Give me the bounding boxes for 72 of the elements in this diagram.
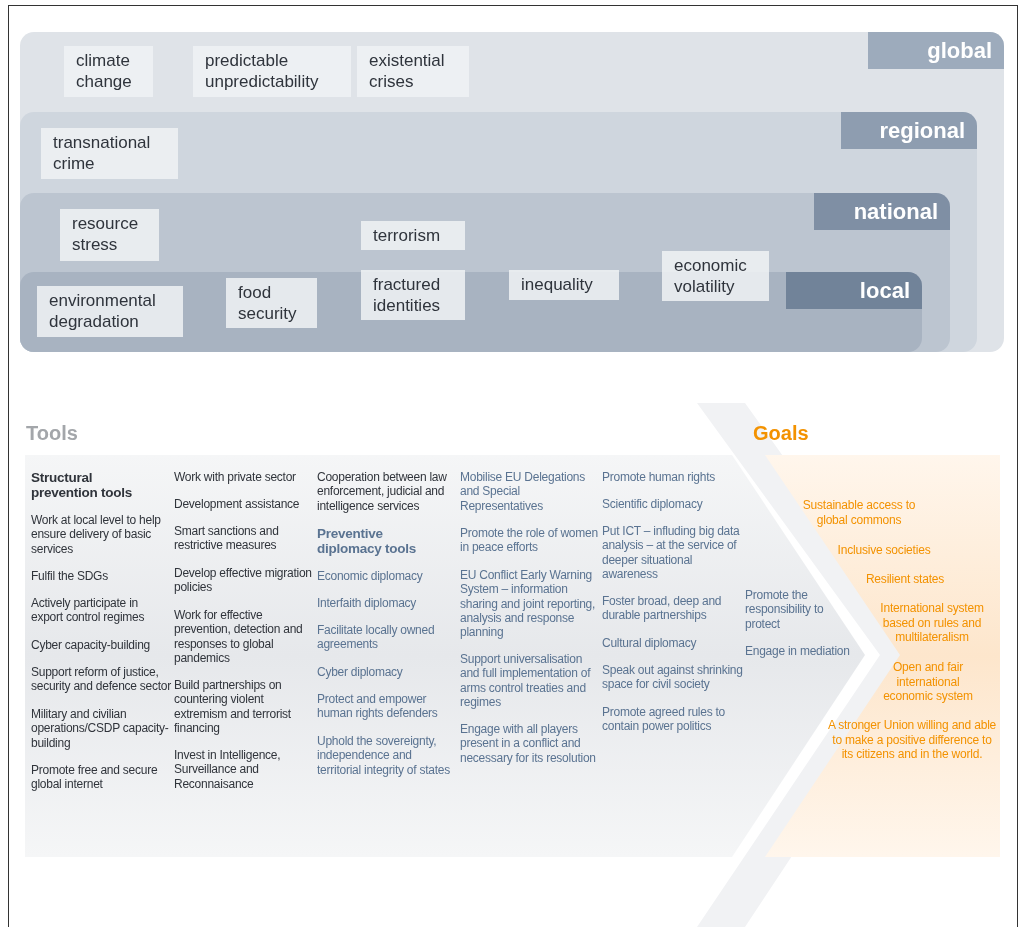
threat-label: economic volatility [674,255,748,297]
threat-box [361,270,465,320]
tool-item: Promote human rights [602,470,717,485]
goal-item: A stronger Union willing and able to make a positive difference to its citizens and in the world. [827,718,997,762]
threat-label: predictable unpredictability [205,50,320,92]
tool-item: Military and civilian operations/CSDP capacity-building [31,707,170,750]
threat-box [361,221,465,250]
threat-label: environmental degradation [49,290,157,332]
threat-label: fractured identities [373,274,442,316]
zone-band [20,272,922,352]
tool-item: Cultural diplomacy [602,636,698,651]
tool-item: Development assistance [174,497,301,512]
threat-label: climate change [76,50,133,92]
tool-item: Work for effective prevention, detection and responses to global pandemics [174,608,304,666]
threat-box [41,128,178,179]
tool-item: Protect and empower human rights defenders [317,692,439,721]
group-heading: Preventive diplomacy tools [317,526,418,556]
threat-box [662,251,769,301]
threat-box [226,278,317,328]
zone-label: local [786,272,922,309]
goal-item: Resilient states [864,572,946,587]
tool-item: Work with private sector [174,470,297,485]
tool-item: Put ICT – influding big data analysis – at the service of deeper situational awareness [602,524,741,582]
threat-box [509,270,619,300]
tool-item: Economic diplomacy [317,569,424,584]
tool-item: Work at local level to help ensure delivery of basic services [31,513,162,556]
tool-item: Mobilise EU Delegations and Special Representatives [460,470,586,513]
tool-item: Develop effective migration policies [174,566,313,595]
tool-item: Cyber diplomacy [317,665,404,680]
zone-band [20,112,977,352]
tool-item: Scientific diplomacy [602,497,704,512]
section-heading: Goals [753,422,809,445]
tool-item: Foster broad, deep and durable partnerships [602,594,723,623]
zone-band [20,193,950,352]
tool-item: Engage in mediation [745,644,850,659]
tool-item: Speak out against shrinking space for civil society [602,663,743,692]
threat-label: food security [238,282,298,324]
zone-label: national [814,193,950,230]
tool-item: Invest in Intelligence, Surveillance and Reconnaisance [174,748,282,791]
group-heading: Structural prevention tools [31,470,133,500]
tool-item: Engage with all players present in a conflict and necessary for its resolution [460,722,597,765]
section-heading: Tools [26,422,78,445]
goal-item: International system based on rules and multilateralism [879,601,985,645]
tool-item: Smart sanctions and restrictive measures [174,524,280,553]
threat-label: existential crises [369,50,446,92]
tool-item: Promote agreed rules to contain power politics [602,705,726,734]
threat-label: transnational crime [53,132,152,174]
threat-box [37,286,183,337]
tool-item: Promote the role of women in peace efforts [460,526,599,555]
tool-item: Support reform of justice, security and defence sector [31,665,172,694]
tool-item: Cooperation between law enforcement, judicial and intelligence services [317,470,448,513]
tool-item: Cyber capacity-building [31,638,151,653]
goal-item: Sustainable access to global commons [801,498,917,527]
goal-item: Inclusive societies [836,543,932,558]
tool-item: Build partnerships on countering violent extremism and terrorist financing [174,678,292,736]
tool-item: Promote free and secure global internet [31,763,159,792]
tool-item: Actively participate in export control regimes [31,596,146,625]
threat-label: terrorism [373,225,442,246]
tool-item: Promote the responsibility to protect [745,588,825,631]
zone-label: global [868,32,1004,69]
threat-label: inequality [521,274,594,295]
threat-box [60,209,159,261]
tool-item: Support universalisation and full implementation of arms control treaties and regimes [460,652,592,710]
goal-item: Open and fair international economic system [882,660,974,704]
tool-item: EU Conflict Early Warning System – information sharing and joint reporting, analysis and response planning [460,568,597,640]
zone-label: regional [841,112,977,149]
zone-band [20,32,1004,352]
tool-item: Facilitate locally owned agreements [317,623,436,652]
tool-item: Uphold the sovereignty, independence and territorial integrity of states [317,734,451,777]
tool-item: Interfaith diplomacy [317,596,418,611]
threat-label: resource stress [72,213,140,255]
tool-item: Fulfil the SDGs [31,569,109,584]
